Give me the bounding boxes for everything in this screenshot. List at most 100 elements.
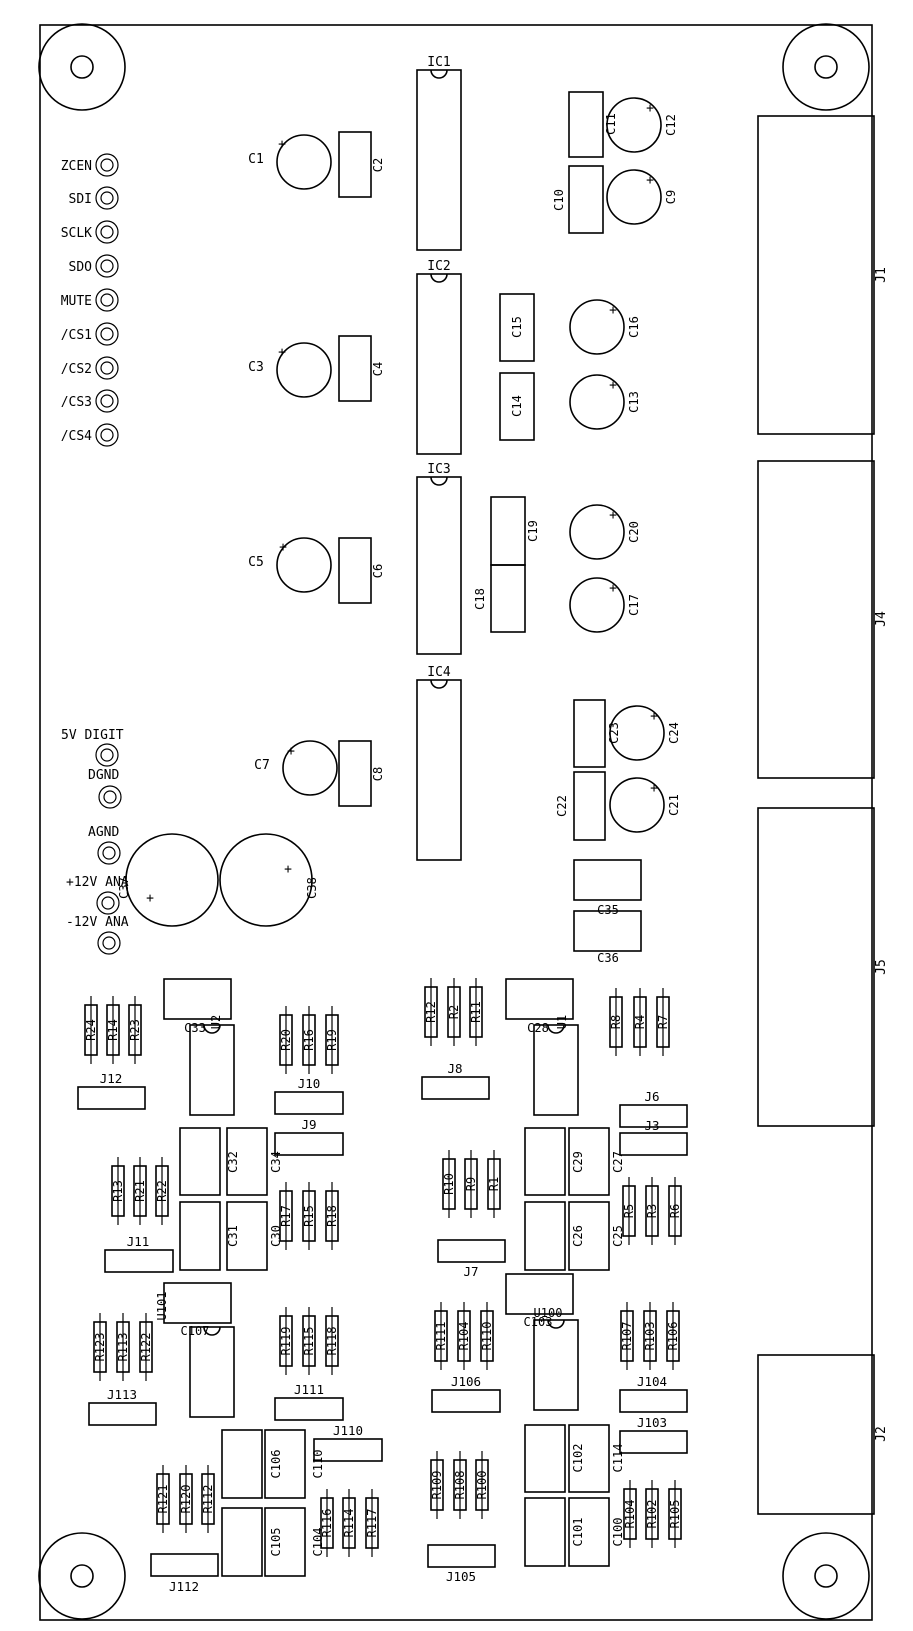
c33-label: C33: [184, 1021, 206, 1035]
svg-text:+: +: [650, 781, 658, 796]
c11-label: C11: [604, 113, 618, 135]
j106-label: J106: [451, 1374, 481, 1389]
r123-label: R123: [93, 1333, 107, 1362]
r114-label: R114: [342, 1509, 356, 1538]
svg-text:+: +: [278, 137, 286, 152]
ic3-label: IC3: [427, 462, 450, 477]
chip-u2: U2: [189, 1015, 235, 1116]
testpoint-dgnd: [98, 785, 122, 809]
j112-label: J112: [169, 1579, 199, 1594]
cap-c106: C106: [221, 1429, 283, 1499]
r13-label: R13: [111, 1180, 125, 1202]
cap-c10: C10: [552, 165, 604, 234]
svg-text:+: +: [609, 378, 617, 393]
cap-c4: C4: [338, 335, 385, 402]
resistor-r106: R106: [666, 1302, 680, 1370]
r102-label: R102: [645, 1500, 659, 1529]
resistor-r24: R24: [84, 996, 98, 1064]
testpoint-cs3: /CS3: [61, 389, 119, 413]
cap-c6: C6: [338, 537, 385, 604]
c13-label: C13: [627, 391, 641, 413]
r24-label: R24: [84, 1019, 98, 1041]
c34-label: C34: [269, 1151, 283, 1173]
c6-label: C6: [371, 564, 385, 578]
c27-label: C27: [611, 1151, 625, 1173]
r100-label: R100: [475, 1471, 489, 1500]
mounting-hole-bottom-right: [782, 1532, 870, 1620]
r3-label: R3: [645, 1204, 659, 1218]
resistor-r9: R9: [464, 1150, 478, 1218]
r104b-label: R104: [623, 1500, 637, 1529]
testpoint-zcen: ZCEN: [61, 153, 119, 177]
cap-c3: + C3: [248, 342, 332, 398]
resistor-r21: R21: [133, 1157, 147, 1225]
pin-label-cs4: /CS4: [61, 429, 92, 444]
film-caps: C2 C4 C6 C8 C11 C10 C15 C14 C19 C18 C23 …: [163, 91, 642, 1577]
power-label-agnd: AGND: [88, 825, 119, 840]
j6-label: J6: [644, 1089, 659, 1104]
cap-c17: + C17: [569, 577, 641, 633]
cap-c7: + C7: [254, 740, 338, 796]
resistor-r15: R15: [302, 1182, 316, 1250]
svg-text:+: +: [279, 540, 287, 555]
u2-label: U2: [209, 1015, 223, 1029]
power-label-5v-digit: 5V DIGIT: [61, 728, 124, 743]
r23-label: R23: [128, 1019, 142, 1041]
cap-c107: C107: [163, 1282, 232, 1338]
cap-c114: C114: [568, 1424, 625, 1493]
svg-text:+: +: [287, 744, 295, 759]
mounting-hole-top-left: [38, 23, 126, 111]
c10-label: C10: [552, 189, 566, 211]
testpoint-cs2: /CS2: [61, 356, 119, 380]
resistor-r2: R2: [447, 978, 461, 1046]
chip-u101: U101: [155, 1292, 235, 1418]
c36-label: C36: [597, 951, 619, 965]
chip-u1: U1: [533, 1015, 579, 1116]
resistor-r18: R18: [325, 1182, 339, 1250]
pin-label-cs3: /CS3: [61, 395, 92, 410]
r5-label: R5: [622, 1204, 636, 1218]
resistor-r20: R20: [279, 1006, 293, 1074]
mounting-hole-bottom-left: [38, 1532, 126, 1620]
ic4: IC4: [416, 665, 462, 861]
resistor-r114: R114: [342, 1489, 356, 1557]
ic1-label: IC1: [427, 55, 450, 70]
j103-label: J103: [637, 1415, 667, 1430]
board-outline: [39, 24, 873, 1621]
c20-label: C20: [627, 521, 641, 543]
c18-label: C18: [473, 588, 487, 610]
c31-label: C31: [226, 1225, 240, 1247]
cap-c2: C2: [338, 131, 385, 198]
resistor-r119: R119: [279, 1307, 293, 1375]
r112-label: R112: [201, 1485, 215, 1514]
c2-label: C2: [371, 158, 385, 172]
pin-label-zcen: ZCEN: [61, 159, 92, 174]
jumper-j10: J10: [274, 1076, 344, 1115]
r122-label: R122: [139, 1333, 153, 1362]
r116-label: R116: [320, 1509, 334, 1538]
u101-label: U101: [155, 1292, 169, 1321]
pin-label-sdi: SDI: [69, 192, 92, 207]
r12-label: R12: [424, 1001, 438, 1023]
c38-label: C38: [305, 877, 319, 899]
r20-label: R20: [279, 1029, 293, 1051]
r108-label: R108: [453, 1471, 467, 1500]
testpoint-12v-ana: [96, 891, 120, 915]
c110-label: C110: [311, 1450, 325, 1479]
cap-c37: + C37: [117, 833, 219, 927]
cap-c9: + C9: [606, 169, 678, 225]
signal-testpoints: ZCEN SDI SCLK SDO MUTE /CS1 /CS2 /CS3 /C…: [61, 153, 119, 447]
j11-label: J11: [127, 1234, 150, 1249]
resistor-r122: R122: [139, 1313, 153, 1381]
cap-c8: C8: [338, 740, 385, 807]
pin-label-sclk: SCLK: [61, 226, 92, 241]
r4-label: R4: [633, 1015, 647, 1029]
connector-j5: J5: [757, 807, 889, 1127]
r121-label: R121: [156, 1485, 170, 1514]
resistor-r22: R22: [155, 1157, 169, 1225]
resistor-r17: R17: [279, 1182, 293, 1250]
c25-label: C25: [611, 1225, 625, 1247]
cap-c21: + C21: [609, 777, 681, 833]
svg-text:+: +: [646, 101, 654, 116]
